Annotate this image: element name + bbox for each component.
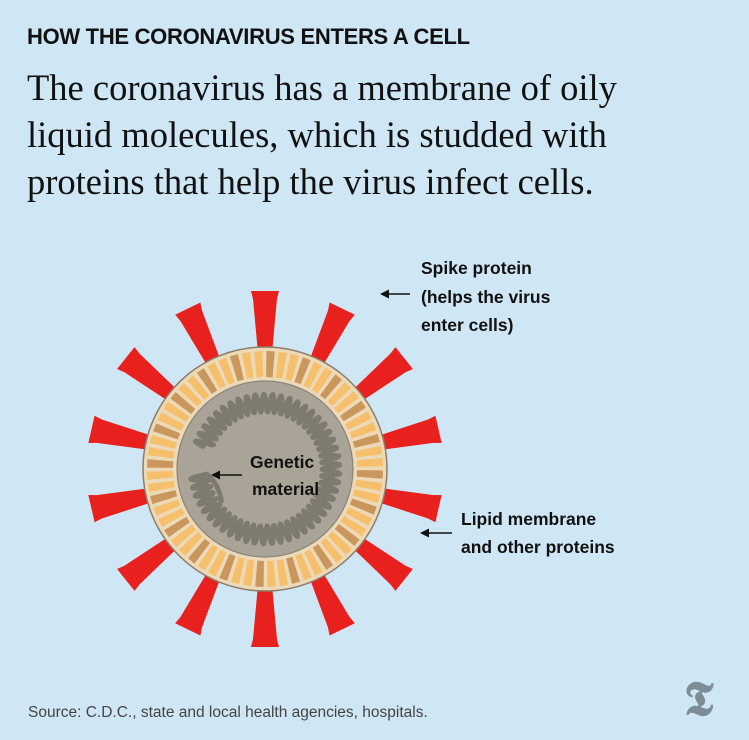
membrane-segment bbox=[158, 508, 185, 527]
membrane-segment bbox=[340, 400, 366, 422]
membrane-segment bbox=[163, 401, 190, 423]
lipid-label-group: Lipid membrane and other proteins bbox=[420, 509, 615, 557]
membrane-segment bbox=[286, 556, 301, 584]
membrane-segment bbox=[149, 435, 177, 449]
membrane-segment bbox=[196, 368, 218, 394]
genetic-label-line: material bbox=[252, 479, 319, 499]
membrane-segment bbox=[147, 459, 174, 468]
membrane-segment bbox=[356, 458, 383, 467]
lipid-label-line: and other proteins bbox=[461, 537, 615, 557]
membrane-segment bbox=[345, 507, 373, 526]
spike-label-line: Spike protein bbox=[421, 258, 532, 278]
spike-protein bbox=[366, 486, 442, 523]
membrane-segment bbox=[334, 523, 360, 547]
spike-proteins bbox=[88, 291, 442, 647]
membrane-segment bbox=[294, 357, 311, 385]
spike-label-line: enter cells) bbox=[421, 315, 513, 335]
membrane-segment bbox=[170, 391, 196, 415]
spike-arrowhead bbox=[380, 289, 389, 299]
spike-protein bbox=[88, 415, 164, 452]
spike-label-line: (helps the virus bbox=[421, 287, 551, 307]
membrane-segment bbox=[276, 559, 289, 587]
kicker-title: HOW THE CORONAVIRUS ENTERS A CELL bbox=[27, 24, 470, 49]
membrane-segment bbox=[153, 423, 181, 440]
membrane-segment bbox=[147, 471, 174, 480]
membrane-segment bbox=[219, 553, 236, 581]
source-note: Source: C.D.C., state and local health a… bbox=[28, 704, 428, 721]
membrane-segment bbox=[208, 549, 227, 577]
membrane-segment bbox=[229, 354, 244, 382]
membrane-segment bbox=[328, 531, 352, 555]
membrane-segment bbox=[207, 362, 226, 389]
membrane-segment bbox=[153, 499, 181, 516]
spike-protein bbox=[366, 415, 442, 452]
membrane-segment bbox=[241, 351, 254, 379]
membrane-segment bbox=[304, 549, 323, 576]
nyt-t-logo-icon: 𝕿 bbox=[684, 673, 714, 726]
membrane-segment bbox=[319, 374, 343, 400]
membrane-segment bbox=[178, 383, 202, 407]
membrane-segment bbox=[356, 470, 383, 479]
membrane-segment bbox=[285, 353, 299, 381]
spike-label-group: Spike protein (helps the virus enter cel… bbox=[380, 258, 551, 335]
membrane-segment bbox=[243, 559, 255, 587]
membrane-segment bbox=[275, 351, 287, 379]
membrane-segment bbox=[295, 553, 312, 581]
genetic-material-strand bbox=[188, 391, 343, 547]
lipid-label-line: Lipid membrane bbox=[461, 509, 596, 529]
genetic-label-group: Genetic material bbox=[211, 452, 319, 499]
membrane-segment bbox=[147, 447, 175, 459]
membrane-segment bbox=[187, 538, 211, 564]
headline: The coronavirus has a membrane of oily l… bbox=[27, 64, 727, 205]
membrane-segment bbox=[187, 375, 210, 400]
headline-line: liquid molecules, which is studded with bbox=[27, 114, 607, 155]
membrane-segment bbox=[355, 445, 383, 458]
membrane-segment bbox=[266, 351, 275, 378]
membrane-segment bbox=[197, 544, 219, 571]
membrane-segment bbox=[303, 361, 322, 389]
headline-line: The coronavirus has a membrane of oily bbox=[27, 67, 617, 108]
membrane-segment bbox=[352, 433, 380, 448]
genetic-label-line: Genetic bbox=[250, 452, 314, 472]
spike-protein bbox=[251, 291, 279, 364]
membrane-segment bbox=[254, 351, 263, 378]
membrane-segment bbox=[312, 544, 334, 570]
membrane-segment bbox=[353, 489, 381, 503]
membrane-segment bbox=[355, 479, 383, 491]
membrane-segment bbox=[231, 557, 245, 585]
membrane-segment bbox=[179, 532, 203, 556]
membrane-segment bbox=[157, 412, 185, 431]
membrane-segment bbox=[150, 490, 178, 505]
membrane-segment bbox=[340, 515, 367, 537]
lipid-membrane-segments bbox=[147, 351, 383, 587]
membrane-segment bbox=[311, 367, 333, 394]
spike-protein bbox=[251, 574, 279, 647]
headline-line: proteins that help the virus infect cell… bbox=[27, 161, 594, 202]
membrane-segment bbox=[349, 422, 377, 439]
spike-protein bbox=[88, 486, 164, 523]
membrane-segment bbox=[334, 391, 359, 414]
lipid-arrowhead bbox=[420, 528, 429, 538]
membrane-segment bbox=[147, 480, 175, 493]
membrane-segment bbox=[255, 560, 264, 587]
membrane-segment bbox=[267, 560, 276, 587]
membrane-segment bbox=[164, 516, 190, 538]
membrane-segment bbox=[327, 382, 351, 406]
membrane-segment bbox=[349, 498, 377, 515]
membrane-segment bbox=[171, 524, 196, 547]
membrane-segment bbox=[320, 538, 343, 563]
genetic-arrowhead bbox=[211, 470, 220, 480]
membrane-segment bbox=[218, 357, 235, 385]
membrane-segment bbox=[345, 411, 372, 430]
